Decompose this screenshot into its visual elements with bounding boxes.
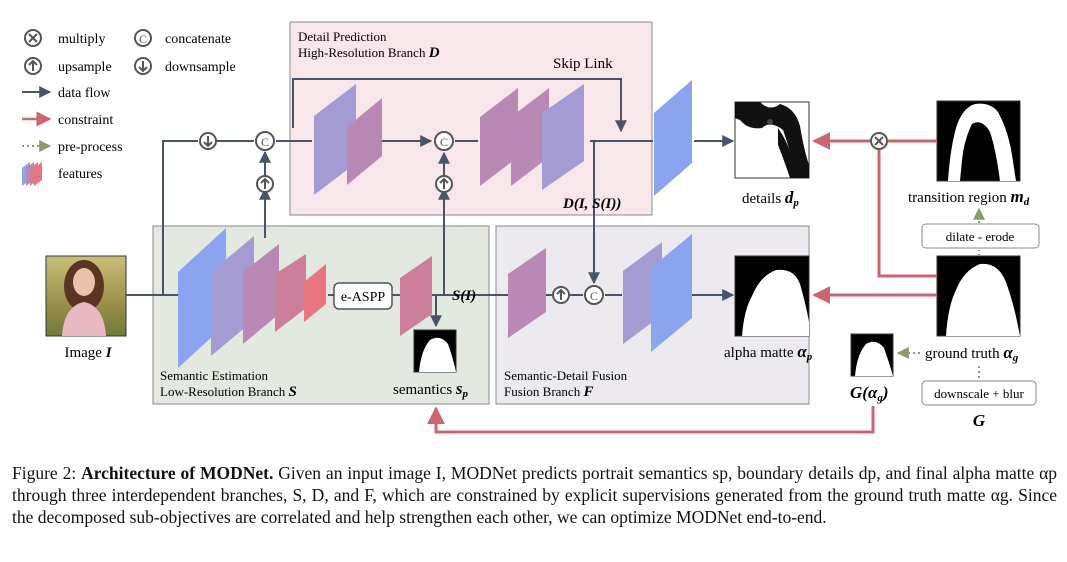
figure-caption: Figure 2: Architecture of MODNet. Given …	[12, 462, 1057, 528]
branch-f-title-line1: Semantic-Detail Fusion	[504, 368, 628, 383]
svg-text:C: C	[440, 135, 448, 149]
features-icon	[22, 162, 42, 186]
legend-downsample: downsample	[165, 60, 236, 75]
branch-f-title-line2: Fusion Branch F	[504, 384, 593, 400]
transition-region-image	[936, 100, 1021, 182]
modnet-architecture-diagram: multiply C concatenate upsample downsamp…	[22, 21, 1040, 434]
caption-fig-label: Figure 2:	[12, 463, 77, 483]
feature-blocks-semantic	[178, 228, 432, 368]
upsample-op-icon-1	[256, 175, 274, 193]
e-aspp-box	[333, 282, 393, 310]
branch-d-title-line2: High-Resolution Branch D	[298, 45, 440, 61]
branch-s-title-line2: Low-Resolution Branch S	[160, 384, 297, 400]
upsample-icon	[24, 57, 42, 75]
concatenate-op-icon-3: C	[584, 285, 604, 305]
caption-title: Architecture of MODNet.	[81, 463, 274, 483]
legend-constraint: constraint	[58, 113, 113, 128]
concatenate-icon: C	[134, 29, 152, 47]
branch-d-title-line1: Detail Prediction	[298, 29, 387, 44]
transition-region-label: transition region md	[908, 187, 1030, 208]
branch-f-letter: F	[582, 384, 593, 400]
branch-s-title-line1: Semantic Estimation	[160, 368, 268, 383]
svg-text:C: C	[139, 32, 147, 46]
downscale-blur-label: downscale + blur	[934, 386, 1024, 401]
concatenate-op-icon-1: C	[255, 131, 275, 151]
multiply-icon	[24, 29, 42, 47]
image-label: Image I	[64, 345, 112, 361]
downsample-icon	[134, 57, 152, 75]
caption-body: Given an input image I, MODNet predicts …	[12, 463, 1058, 527]
g-alpha-label: G(αg)	[850, 383, 889, 404]
legend-features: features	[58, 167, 102, 182]
feature-blocks-fusion	[508, 234, 692, 352]
upsample-op-icon-2	[435, 175, 453, 193]
dilate-erode-label: dilate - erode	[946, 229, 1015, 244]
branch-s-letter: S	[289, 384, 297, 400]
alpha-matte-image	[734, 255, 810, 337]
downscale-blur-box	[921, 380, 1037, 406]
legend-multiply: multiply	[58, 32, 105, 47]
semantics-label: semantics sp	[393, 379, 469, 400]
downsample-op-icon	[199, 132, 217, 150]
e-aspp-label: e-ASPP	[341, 290, 386, 305]
d-i-s-i-label: D(I, S(I))	[562, 196, 621, 212]
upsample-op-icon-3	[552, 286, 570, 304]
legend-concatenate: concatenate	[165, 32, 231, 47]
semantics-image	[413, 329, 457, 373]
feature-blocks-detail	[314, 80, 692, 196]
skip-link-label: Skip Link	[553, 56, 613, 72]
preprocess-lines	[896, 207, 985, 380]
details-matte-image	[734, 101, 810, 179]
g-alpha-image	[850, 333, 894, 377]
ground-truth-image	[936, 255, 1021, 337]
constraint-lines	[427, 132, 937, 434]
legend-pre-process: pre-process	[58, 140, 123, 155]
svg-text:C: C	[590, 289, 598, 303]
svg-text:C: C	[261, 135, 269, 149]
branch-d-letter: D	[428, 45, 440, 61]
legend-upsample: upsample	[58, 60, 112, 75]
s-i-label: S(I)	[452, 288, 476, 304]
concatenate-op-icon-2: C	[434, 131, 454, 151]
legend-data-flow: data flow	[58, 86, 111, 101]
details-label: details dp	[742, 188, 799, 209]
multiply-op-icon	[870, 132, 888, 150]
ground-truth-label: ground truth αg	[925, 343, 1019, 364]
legend: multiply C concatenate upsample downsamp…	[22, 29, 236, 186]
alpha-matte-label: alpha matte αp	[724, 342, 813, 363]
input-image	[45, 255, 127, 337]
g-letter-label: G	[973, 411, 986, 430]
dilate-erode-box	[921, 223, 1040, 249]
